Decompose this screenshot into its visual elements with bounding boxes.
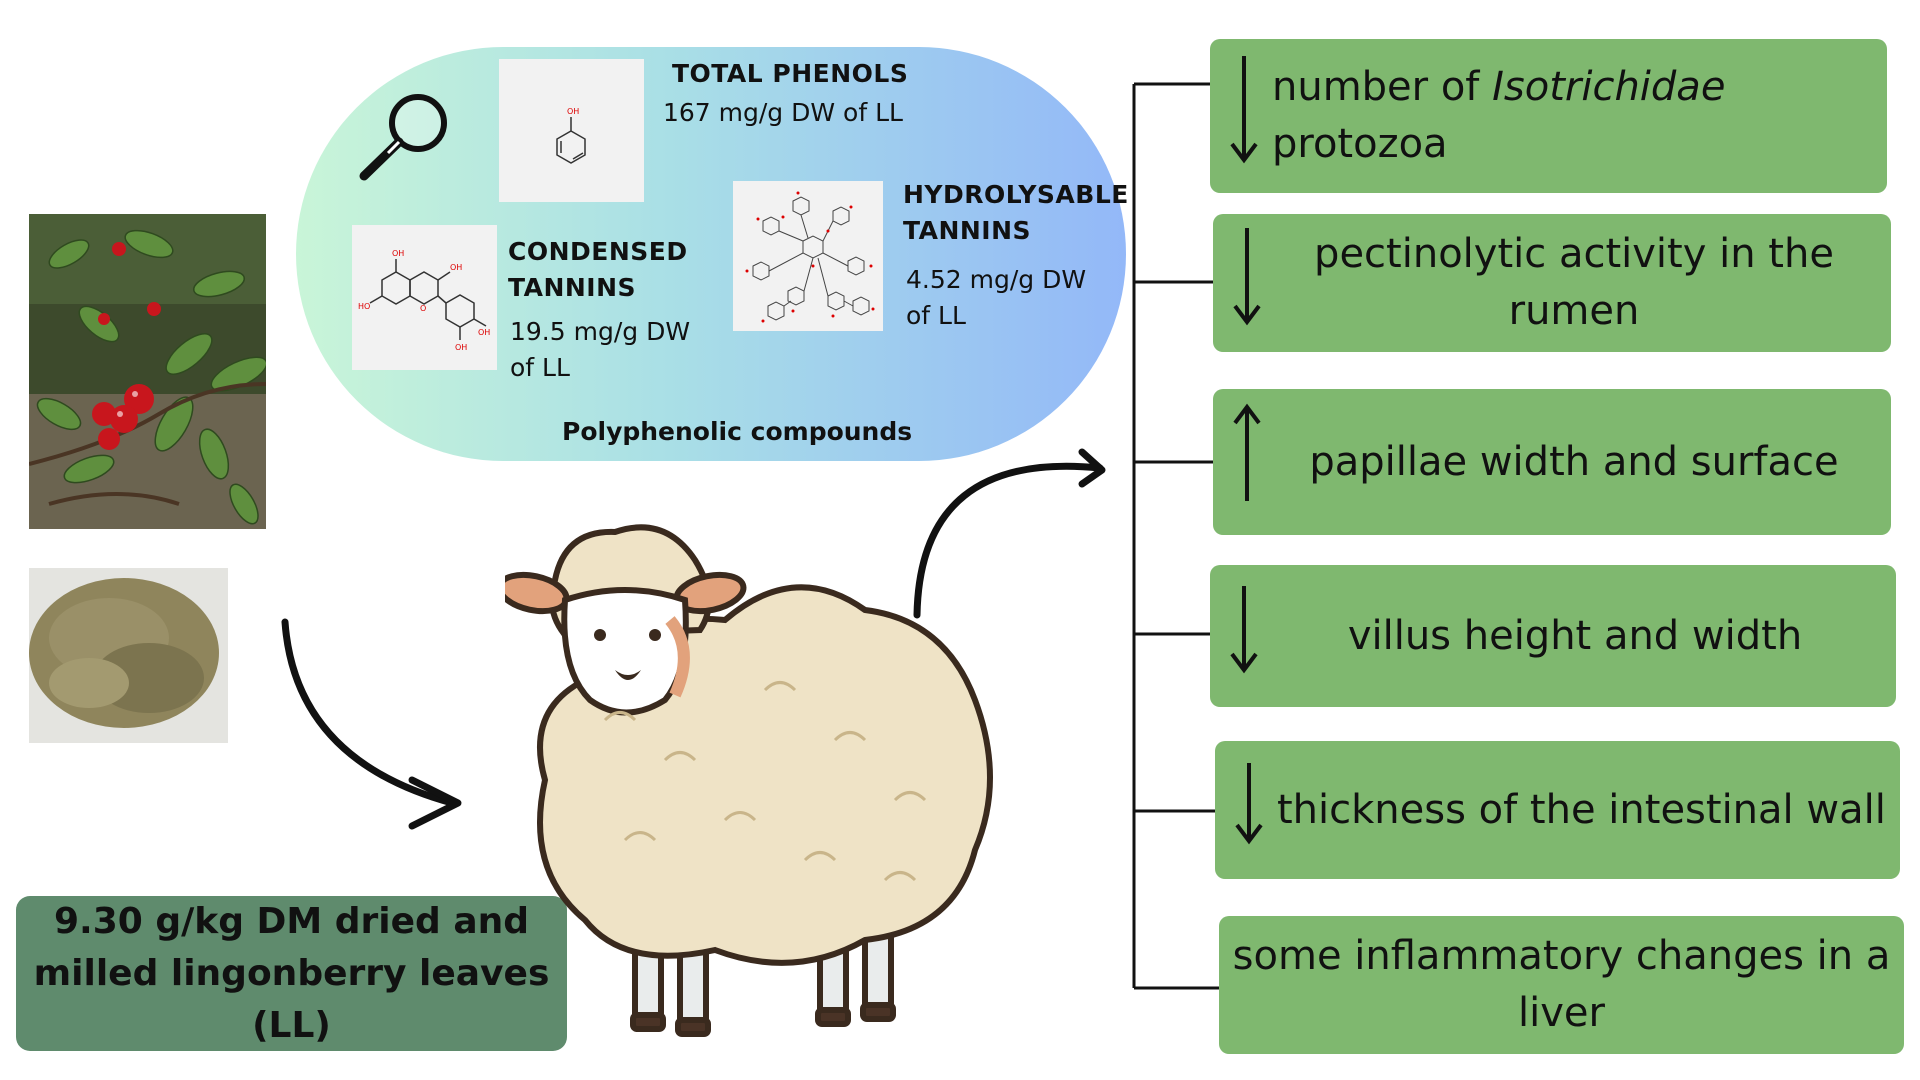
svg-text:OH: OH [567, 107, 579, 116]
effect-liver: some inflammatory changes in a liver [1219, 916, 1904, 1054]
effect-pectinolytic-text: pectinolytic activity in the rumen [1267, 226, 1891, 340]
svg-text:OH: OH [392, 249, 404, 258]
total-phenols-value: 167 mg/g DW of LL [663, 98, 903, 127]
effect-papillae-text: papillae width and surface [1309, 438, 1839, 485]
phenol-structure: OH [499, 59, 644, 202]
total-phenols-title: TOTAL PHENOLS [672, 59, 909, 88]
effect-line-1: some inflammatory changes in a [1232, 933, 1891, 979]
arrow-down-icon [1224, 48, 1264, 184]
svg-text:OH: OH [455, 343, 467, 352]
effects-bracket [1132, 82, 1219, 990]
effect-isotrichidae-text: number of Isotrichidae protozoa [1264, 59, 1887, 173]
effect-pectinolytic: pectinolytic activity in the rumen [1213, 214, 1891, 352]
effect-villus: villus height and width [1210, 565, 1896, 707]
tannic-acid-structure [733, 181, 883, 331]
effect-villus-text: villus height and width [1347, 612, 1803, 659]
svg-text:HO: HO [358, 302, 370, 311]
dose-label-box: 9.30 g/kg DM dried and milled lingonberr… [16, 896, 567, 1051]
hydrolysable-tannins-title-line2: TANNINS [903, 216, 1032, 245]
hydrolysable-tannins-value-line1: 4.52 mg/g DW [906, 265, 1087, 294]
svg-text:OH: OH [478, 328, 490, 337]
arrow-down-icon [1227, 220, 1267, 346]
arrow-down-icon [1224, 578, 1264, 694]
effect-text-pre: number of [1272, 64, 1493, 110]
input-arrow [281, 618, 456, 807]
arrow-up-icon [1227, 399, 1267, 525]
sheep-illustration [496, 520, 1000, 1040]
effect-intestinal-wall: thickness of the intestinal wall [1215, 741, 1900, 879]
effect-line-2: liver [1518, 990, 1605, 1036]
input-arrowhead [408, 776, 462, 830]
condensed-tannins-title-line2: TANNINS [508, 273, 637, 302]
hydrolysable-tannins-title-line1: HYDROLYSABLE [903, 180, 1129, 209]
arrow-down-icon [1229, 757, 1269, 863]
condensed-tannins-value-line1: 19.5 mg/g DW [510, 317, 691, 346]
svg-text:O: O [420, 304, 426, 313]
condensed-tannins-value-line2: of LL [510, 353, 570, 382]
dose-line-1: 9.30 g/kg DM dried and [53, 900, 530, 942]
polyphenolic-caption: Polyphenolic compounds [562, 417, 913, 446]
magnifier-icon [352, 88, 462, 188]
catechin-structure: OH HO OH OH OH O [352, 225, 497, 370]
output-arrow [913, 462, 1104, 619]
effect-line-1: pectinolytic activity in the [1314, 231, 1834, 277]
effect-line-2: rumen [1508, 288, 1640, 334]
leaf-powder-photo [29, 568, 228, 743]
effect-papillae: papillae width and surface [1213, 389, 1891, 535]
effect-intestinal-wall-text: thickness of the intestinal wall [1277, 786, 1886, 833]
condensed-tannins-title-line1: CONDENSED [508, 237, 688, 266]
hydrolysable-tannins-value-line2: of LL [906, 301, 966, 330]
effect-isotrichidae: number of Isotrichidae protozoa [1210, 39, 1887, 193]
effect-liver-text: some inflammatory changes in a liver [1219, 928, 1904, 1042]
effect-text-post: protozoa [1272, 121, 1448, 167]
dose-line-2: milled lingonberry leaves (LL) [33, 952, 550, 1046]
lingonberry-plant-photo [29, 214, 266, 529]
svg-text:OH: OH [450, 263, 462, 272]
output-arrowhead [1078, 448, 1106, 488]
effect-text-italic: Isotrichidae [1492, 64, 1726, 110]
